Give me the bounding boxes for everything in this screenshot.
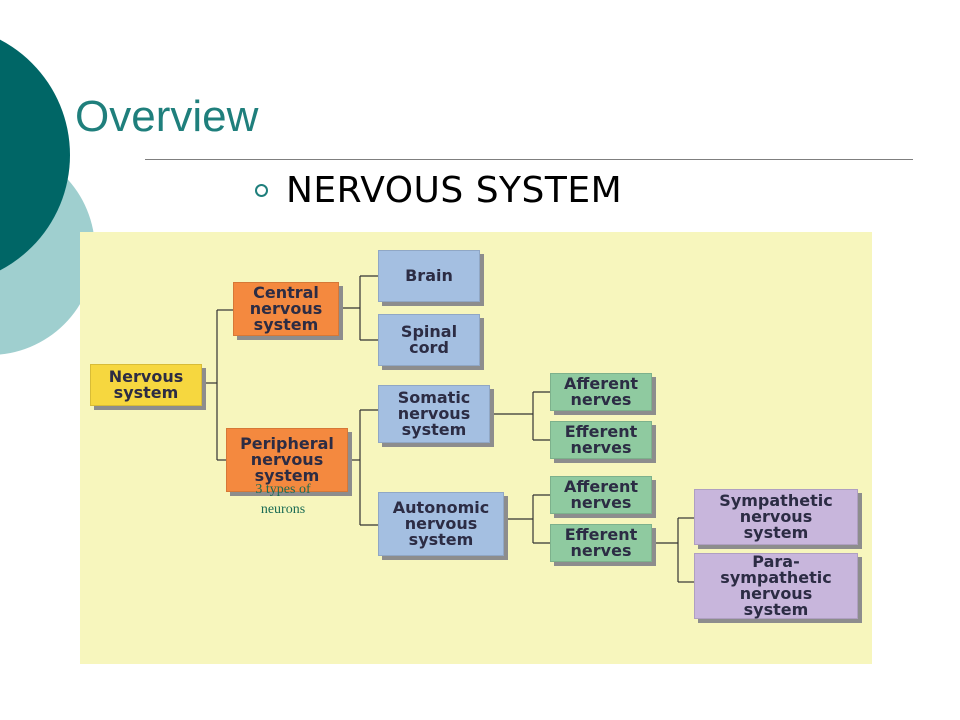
node-brain: Brain xyxy=(378,250,480,302)
node-autonomic-efferent-nerves: Efferent nerves xyxy=(550,524,652,562)
slide-title: Overview xyxy=(75,92,259,141)
node-peripheral-nervous-system: Peripheral nervous system xyxy=(226,428,348,492)
node-parasympathetic-nervous-system: Para- sympathetic nervous system xyxy=(694,553,858,619)
bullet-text: NERVOUS SYSTEM xyxy=(286,169,623,211)
node-somatic-efferent-nerves: Efferent nerves xyxy=(550,421,652,459)
neurons-annotation: 3 types of neurons xyxy=(255,482,311,517)
node-central-nervous-system: Central nervous system xyxy=(233,282,339,336)
dark-teal-circle xyxy=(0,39,70,271)
bullet-item: NERVOUS SYSTEM xyxy=(255,168,622,212)
node-sympathetic-nervous-system: Sympathetic nervous system xyxy=(694,489,858,545)
title-divider xyxy=(145,159,913,160)
node-autonomic-nervous-system: Autonomic nervous system xyxy=(378,492,504,556)
bullet-ring-icon xyxy=(255,183,268,197)
node-somatic-afferent-nerves: Afferent nerves xyxy=(550,373,652,411)
node-spinal-cord: Spinal cord xyxy=(378,314,480,366)
node-autonomic-afferent-nerves: Afferent nerves xyxy=(550,476,652,514)
node-nervous-system: Nervous system xyxy=(90,364,202,406)
node-somatic-nervous-system: Somatic nervous system xyxy=(378,385,490,443)
decorative-circles xyxy=(0,39,95,355)
